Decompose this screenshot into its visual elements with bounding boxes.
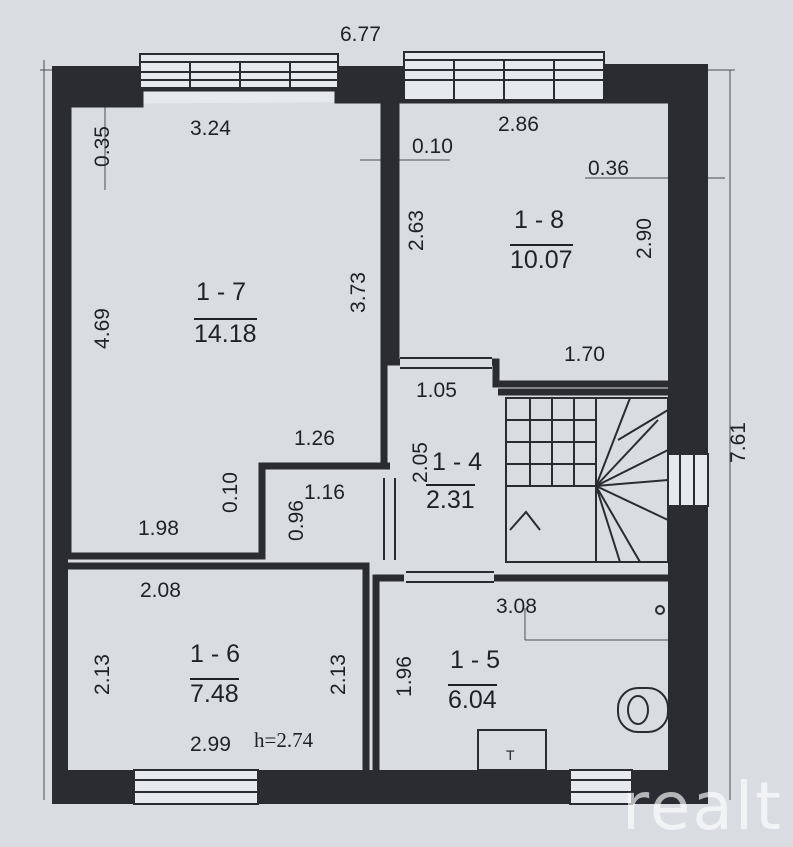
room-1-5-id: 1 - 5 [450, 646, 501, 674]
fixture-label: T [506, 747, 515, 763]
room-1-7-wall-dim: 0.35 [90, 126, 114, 167]
room-1-7-top-dim: 3.24 [190, 117, 231, 140]
room-1-6-bottom-dim: 2.99 [190, 733, 231, 756]
room-1-8-left-dim: 2.63 [404, 210, 428, 251]
openings [261, 357, 494, 583]
room-1-8-bottom-dim: 1.70 [564, 343, 605, 366]
room-1-7-right-dim: 3.73 [346, 272, 370, 313]
room-1-6-right-dim: 2.13 [326, 654, 350, 695]
room-1-6-top-dim: 2.08 [140, 579, 181, 602]
room-1-8-right-dim: 2.90 [632, 218, 656, 259]
walls [52, 64, 708, 804]
watermark-logo: realt [622, 768, 783, 845]
room-1-7-step2-dim: 0.10 [218, 472, 242, 513]
room-1-8-id: 1 - 8 [514, 206, 565, 234]
room-1-8-top-dim: 2.86 [498, 113, 539, 136]
room-1-7-id: 1 - 7 [196, 278, 247, 306]
room-1-5-area: 6.04 [448, 684, 497, 714]
room-1-4-step-dim: 0.96 [284, 500, 308, 541]
room-1-7-step-dim: 1.26 [294, 427, 335, 450]
room-1-4-top-dim: 1.05 [416, 379, 457, 402]
room-1-4-id: 1 - 4 [432, 448, 483, 476]
overall-width-label: 6.77 [340, 23, 381, 46]
room-1-5-top-dim: 3.08 [496, 595, 537, 618]
room-1-8-wall-dim: 0.10 [412, 135, 453, 158]
room-1-4-left-dim: 2.05 [408, 442, 432, 483]
room-1-7-bottom-dim: 1.98 [138, 517, 179, 540]
room-1-6-left-dim: 2.13 [90, 654, 114, 695]
room-borders [64, 100, 668, 770]
bathroom-fixtures [477, 605, 691, 771]
interior-walls [68, 84, 668, 366]
overall-height-label: 7.61 [726, 422, 750, 463]
room-1-6-id: 1 - 6 [190, 640, 241, 668]
room-1-4-side-dim: 1.16 [304, 481, 345, 504]
room-1-8-wall-right-dim: 0.36 [588, 157, 629, 180]
room-1-4-area: 2.31 [426, 484, 475, 514]
staircase [505, 397, 669, 563]
windows [133, 51, 709, 805]
room-1-7-left-dim: 4.69 [90, 308, 114, 349]
room-1-7-area: 14.18 [194, 318, 257, 348]
room-1-8-area: 10.07 [510, 244, 573, 274]
room-1-5-left-dim: 1.96 [392, 656, 416, 697]
room-1-6-area: 7.48 [190, 678, 239, 708]
ceiling-height-label: h=2.74 [254, 728, 314, 752]
wall-markers [57, 635, 691, 653]
